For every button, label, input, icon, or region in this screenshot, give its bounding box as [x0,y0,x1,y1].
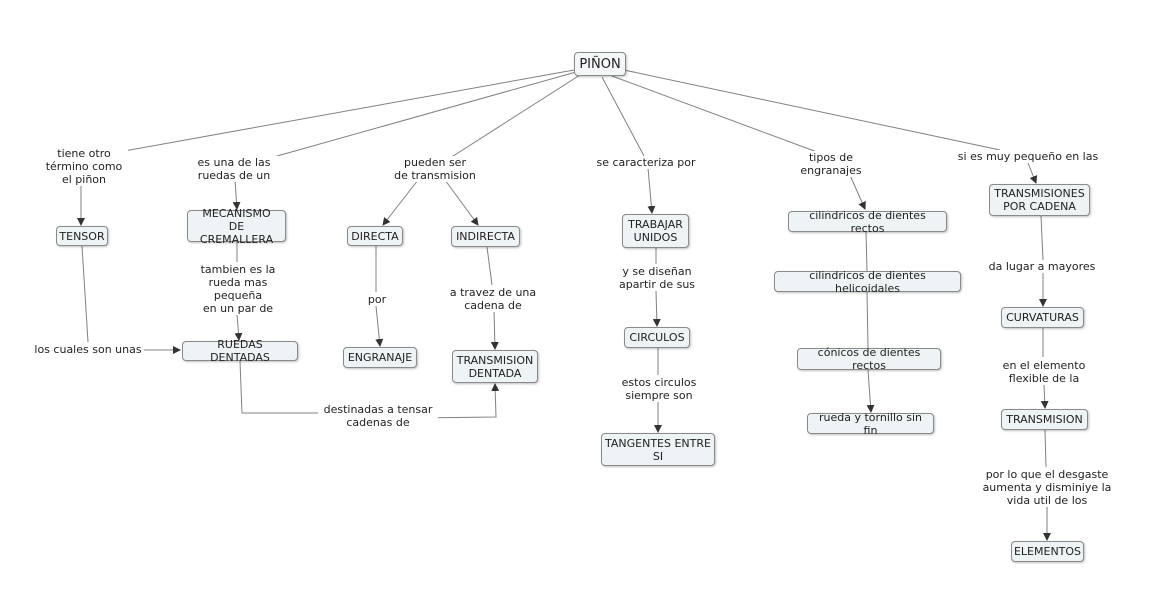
link-por-engranaje [375,305,384,347]
phrase-elemento: en el elemento flexible de la [994,359,1094,385]
link-conicos-rueda [866,369,875,413]
link-diseñan-circulos [652,290,661,327]
concept-tensor[interactable]: TENSOR [56,226,108,246]
concept-conicos-rectos[interactable]: cónicos de dientes rectos [797,346,941,372]
concept-curvaturas[interactable]: CURVATURAS [1001,307,1084,328]
link-elemento-transmision [1040,384,1049,409]
concept-rueda-tornillo[interactable]: rueda y tornillo sin fin [807,411,934,437]
link-tensor-cuales [81,245,89,343]
phrase-destinadas: destinadas a tensar cadenas de [318,403,438,429]
link-pueden-indirecta [444,179,479,226]
phrase-cuales: los cuales son unas [32,343,144,356]
link-cilrectos-cilhelicoidales [865,231,868,272]
concept-cilindricos-helicoidales[interactable]: cilindricos de dientes helicoidales [774,269,961,295]
link-tambien-ruedas [234,313,243,341]
phrase-diseñan: y se diseñan apartir de sus [612,265,702,291]
concept-circulos[interactable]: CIRCULOS [624,327,690,348]
concept-ruedas-dentadas[interactable]: RUEDAS DENTADAS [182,338,298,364]
link-sies-transmisiones [1027,162,1038,184]
link-root-caracteriza [601,76,645,157]
concept-engranaje[interactable]: ENGRANAJE [343,347,417,368]
concept-transmision-dentada[interactable]: TRANSMISION DENTADA [452,350,538,383]
link-root-tiene-otro [101,69,575,156]
phrase-pueden-ser: pueden ser de transmision [385,156,485,182]
concept-tangentes-entre-si[interactable]: TANGENTES ENTRE SI [601,433,715,466]
concept-indirecta[interactable]: INDIRECTA [451,226,520,247]
phrase-estos: estos circulos siempre son [614,376,704,402]
concept-trabajar-unidos[interactable]: TRABAJAR UNIDOS [622,214,689,248]
phrase-tipos: tipos de engranajes [783,151,879,177]
concept-root-pinon[interactable]: PIÑON [574,52,626,76]
link-destinadas-transmision-dentada [413,383,500,419]
link-caracteriza-trabajar [647,167,656,214]
phrase-a-travez: a travez de una cadena de [445,286,541,312]
link-root-pueden-ser [449,74,581,159]
link-indirecta-atravez [486,246,493,286]
concept-mecanismo-cremallera[interactable]: MECANISMO DE CREMALLERA [187,207,286,246]
link-atravez-transmision-dentada [490,310,499,350]
link-esuna-mecanismo [232,179,241,210]
concept-transmisiones-cadena[interactable]: TRANSMISIONES POR CADENA [989,184,1090,216]
link-root-tipos [611,75,818,153]
phrase-desgaste: por lo que el desgaste aumenta y dismini… [978,468,1116,507]
phrase-lugar: da lugar a mayores [986,260,1098,273]
link-transmisiones-lugar [1040,215,1044,261]
link-root-si-es [623,69,1001,151]
concept-transmision[interactable]: TRANSMISION [1001,409,1088,430]
phrase-tambien: tambien es la rueda mas pequeña en un pa… [196,263,280,315]
phrase-por: por [364,293,390,306]
phrase-es-una: es una de las ruedas de un [188,156,280,182]
concept-cilindricos-rectos[interactable]: cilindricos de dientes rectos [788,209,947,235]
concept-elementos[interactable]: ELEMENTOS [1011,541,1084,562]
link-pueden-directa [382,179,419,226]
phrase-tiene-otro: tiene otro término como el piñon [40,147,128,186]
phrase-caracteriza: se caracteriza por [590,156,702,169]
concept-directa[interactable]: DIRECTA [347,226,403,246]
link-ruedas-destinadas [239,360,322,414]
link-root-es-una [269,71,577,159]
link-transmision-desgaste [1044,429,1047,468]
link-cilhelicoidales-conicos [866,291,869,349]
phrase-si-es: si es muy pequeño en las [953,150,1103,163]
